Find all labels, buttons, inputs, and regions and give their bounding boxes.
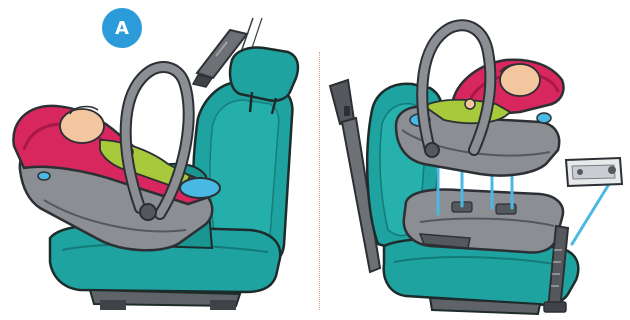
isofix-anchor-inset	[566, 158, 622, 186]
step-badge: A	[102, 8, 142, 48]
infant-carrier-left	[13, 67, 220, 250]
left-panel	[13, 18, 297, 310]
right-panel	[330, 25, 622, 314]
panel-divider	[319, 52, 320, 310]
infant-carrier-right	[396, 25, 564, 175]
step-badge-label: A	[115, 18, 129, 39]
